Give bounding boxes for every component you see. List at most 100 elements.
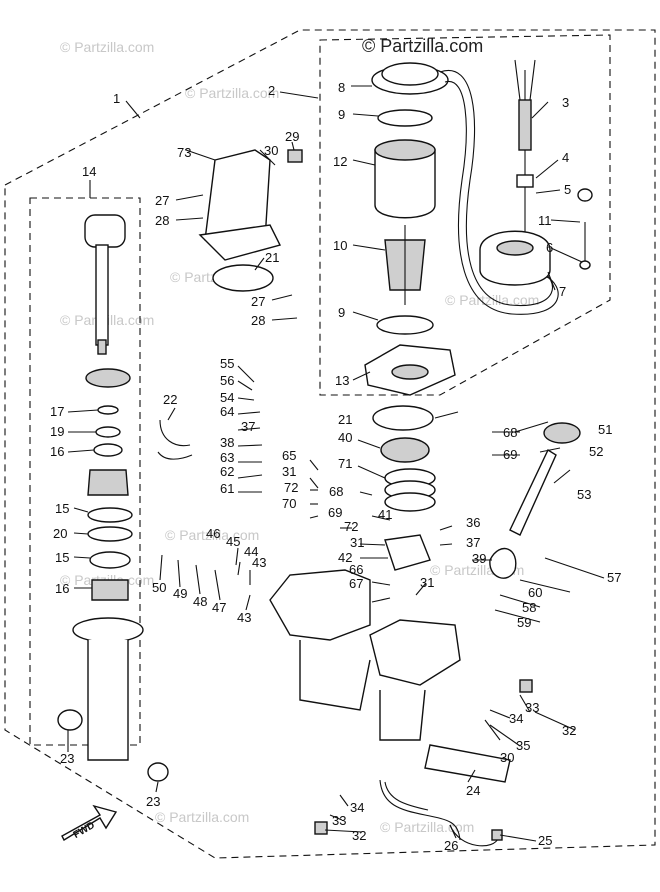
spring-part-71 [384,468,436,512]
callout-32-bottom: 32 [352,828,366,843]
watermark-top: © Partzilla.com [362,36,483,56]
callout-4: 4 [562,150,569,165]
callout-22: 22 [163,392,177,407]
callout-47: 47 [212,600,226,615]
callout-71: 71 [338,456,352,471]
callout-39: 39 [472,551,486,566]
callout-35: 35 [516,738,530,753]
callout-27-upper: 27 [155,193,169,208]
callout-65: 65 [282,448,296,463]
callout-5: 5 [564,182,571,197]
fwd-direction-arrow: FWD [61,804,118,841]
callout-61: 61 [220,481,234,496]
callout-42: 42 [338,550,352,565]
callout-31-c: 31 [420,575,434,590]
callout-59: 59 [517,615,531,630]
callout-19: 19 [50,424,64,439]
callout-24: 24 [466,783,480,798]
callout-64: 64 [220,404,234,419]
callout-72-lower: 72 [344,519,358,534]
callout-32-right: 32 [562,723,576,738]
watermark-faint: © Partzilla.com [60,39,154,55]
elbow-part-33 [314,679,533,835]
callout-60: 60 [528,585,542,600]
callout-7: 7 [559,284,566,299]
bolt-part-11 [577,188,593,270]
callout-37-right: 37 [466,535,480,550]
callout-63: 63 [220,450,234,465]
brush-holder-part-7 [479,230,551,286]
callout-29: 29 [285,129,299,144]
callout-28-upper: 28 [155,213,169,228]
callout-23-left: 23 [60,751,74,766]
callout-53: 53 [577,487,591,502]
callout-9-upper: 9 [338,107,345,122]
callout-48: 48 [193,594,207,609]
callout-1: 1 [113,91,120,106]
callout-37-left: 37 [241,419,255,434]
callout-3: 3 [562,95,569,110]
wire-lead-part-3 [514,59,536,240]
callout-51: 51 [598,422,612,437]
callout-46: 46 [206,526,220,541]
callout-28-lower: 28 [251,313,265,328]
callout-67: 67 [349,576,363,591]
callout-43-upper: 43 [252,555,266,570]
watermark-faint: © Partzilla.com [380,819,474,835]
group-boundary-2-motor [319,34,611,396]
pipe-part-22 [157,419,193,460]
callout-2: 2 [268,83,275,98]
callout-45: 45 [226,534,240,549]
bushing-part-23 [147,762,169,782]
watermark-faint: © Partzilla.com [185,85,279,101]
fwd-label: FWD [72,820,97,841]
o-ring-part-21-upper [212,264,274,292]
callouts: 1 2 3 4 5 6 7 8 9 9 10 11 12 13 14 15 15… [50,80,621,853]
callout-12: 12 [333,154,347,169]
callout-6: 6 [546,240,553,255]
o-ring-part-9-upper [377,109,433,127]
callout-30-lower: 30 [500,750,514,765]
motor-base-part-13 [364,344,456,396]
callout-57: 57 [607,570,621,585]
callout-40: 40 [338,430,352,445]
motor-cap-part-8 [371,62,559,315]
callout-11: 11 [538,213,552,228]
watermark-faint: © Partzilla.com [445,292,539,308]
o-ring-part-9-lower [376,315,434,335]
callout-17: 17 [50,404,64,419]
callout-58: 58 [522,600,536,615]
callout-33-bottom: 33 [332,813,346,828]
callout-20: 20 [53,526,67,541]
tilt-rod-part-14 [84,214,126,355]
group-boundary-14-cylinder [29,197,141,746]
callout-21-lower: 21 [338,412,352,427]
callout-25: 25 [538,833,552,848]
callout-9-lower: 9 [338,305,345,320]
callout-43-lower: 43 [237,610,251,625]
piston-stack-part-17-20 [85,368,133,601]
reservoir-cover-part-73 [198,149,282,261]
callout-14: 14 [82,164,96,179]
shaft-part-24 [424,744,511,783]
group-boundary-1 [4,29,656,859]
pipe-part-25 [379,779,461,841]
callout-34-right: 34 [509,711,523,726]
bearing-part-40 [380,437,430,463]
callout-72-upper: 72 [284,480,298,495]
callout-66: 66 [349,562,363,577]
leader-lines [67,85,605,842]
callout-69-left: 69 [328,505,342,520]
watermark-faint: © Partzilla.com [155,809,249,825]
callout-73: 73 [177,145,191,160]
watermark-faint: © Partzilla.com [165,527,259,543]
manual-valve-part-57 [489,422,581,579]
callout-41: 41 [378,507,392,522]
gear-pump-part-42 [384,534,431,571]
callout-55: 55 [220,356,234,371]
callout-13: 13 [335,373,349,388]
armature-part-10 [384,225,426,305]
callout-30-upper: 30 [264,143,278,158]
callout-44: 44 [244,544,258,559]
